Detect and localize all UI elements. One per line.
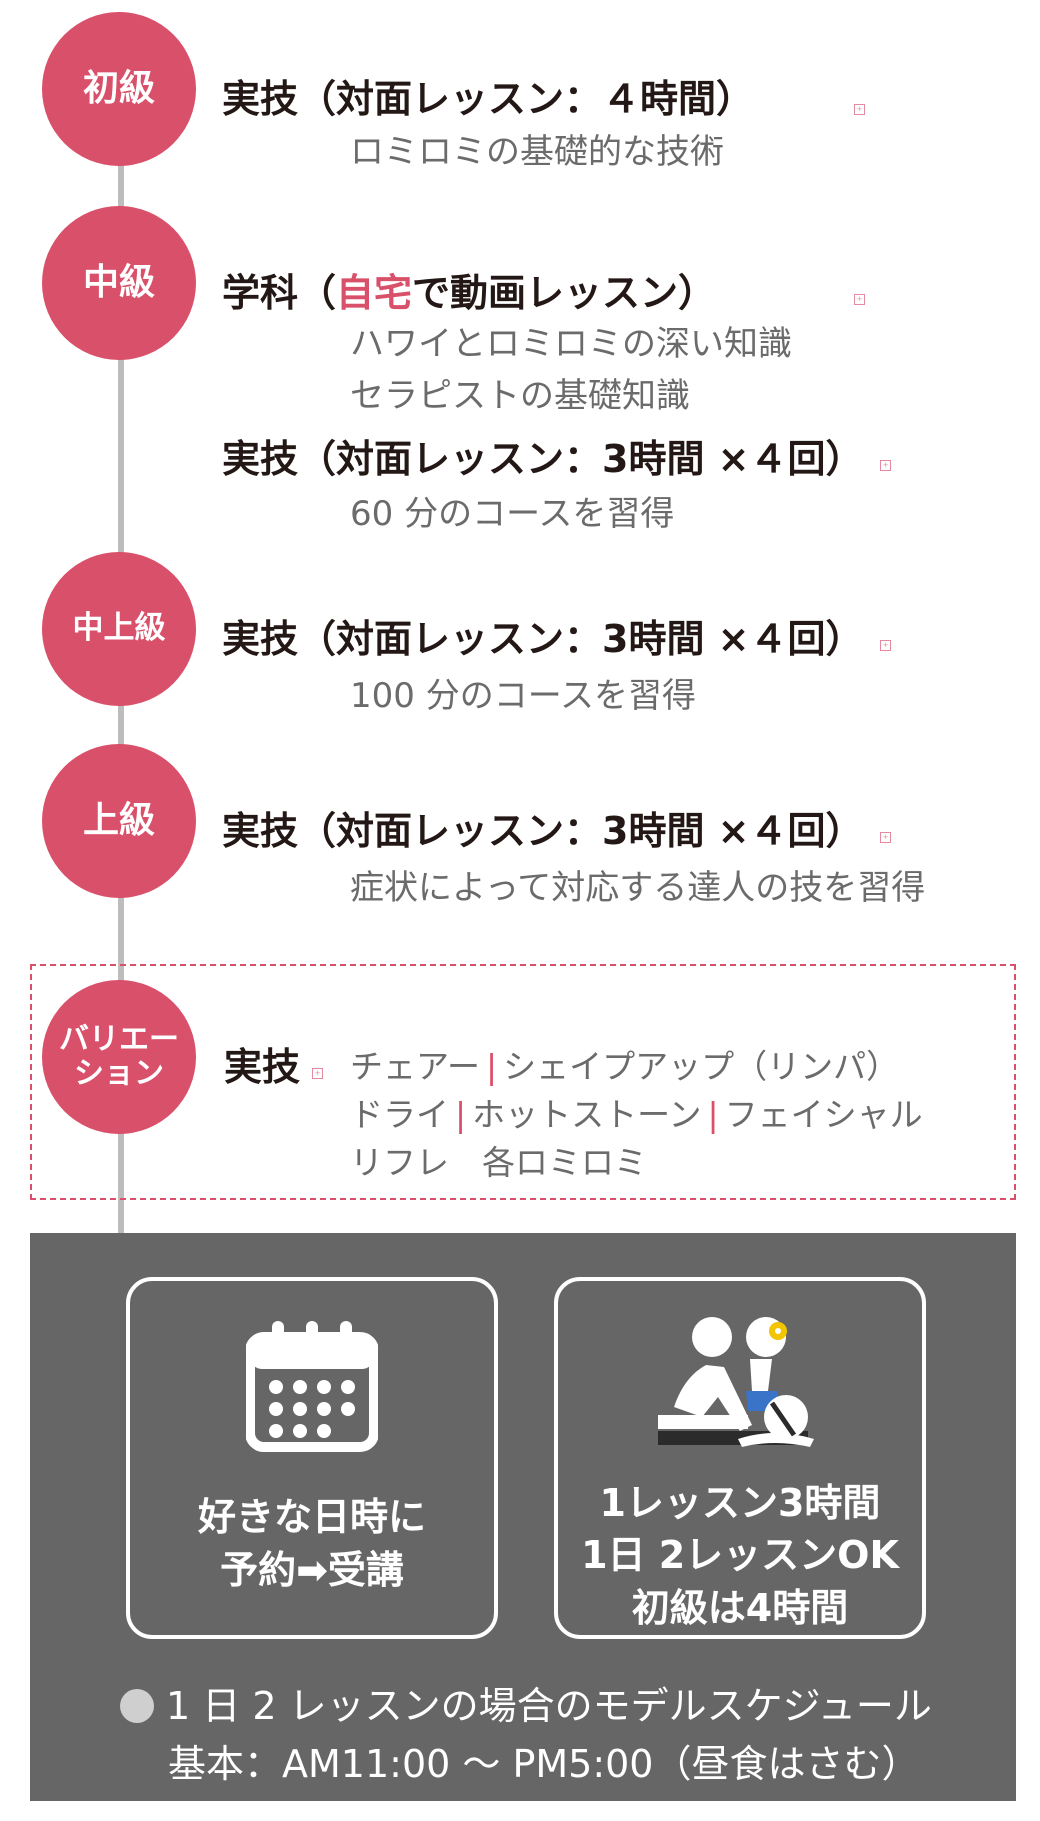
divider: | <box>486 1047 498 1086</box>
variation-heading: 実技 <box>224 1045 301 1089</box>
lesson-line: 1レッスン3時間 <box>599 1481 881 1525</box>
variation-item: ホットストーン <box>472 1095 702 1134</box>
badge-label: バリエー <box>59 1021 179 1057</box>
booking-card: 好きな日時に 予約➡受講 <box>126 1277 498 1639</box>
advanced-heading: 実技（対面レッスン：3時間 ×４回） <box>222 809 864 853</box>
variation-items-row: ドライ|ホットストーン|フェイシャル <box>350 1088 923 1136</box>
lesson-line: 1日 2レッスンOK <box>581 1533 899 1578</box>
schedule-hours: 基本：AM11:00 〜 PM5:00（昼食はさむ） <box>168 1742 920 1786</box>
upper-intermediate-description: 100 分のコースを習得 <box>350 676 697 716</box>
upper-intermediate-heading: 実技（対面レッスン：3時間 ×４回） <box>222 617 864 661</box>
intermediate-practice-heading: 実技（対面レッスン：3時間 ×４回） <box>222 437 864 481</box>
variation-item: シェイプアップ（リンパ） <box>503 1047 900 1086</box>
bullet-icon <box>120 1689 154 1723</box>
badge-label: 中級 <box>82 262 155 304</box>
massage-icon <box>658 1317 814 1447</box>
marker-icon: + <box>854 104 865 115</box>
variation-items-row: チェアー|シェイプアップ（リンパ） <box>350 1040 899 1088</box>
badge-label: ション <box>74 1056 164 1091</box>
advanced-description: 症状によって対応する達人の技を習得 <box>350 868 926 908</box>
marker-icon: + <box>880 460 891 471</box>
booking-line: 予約➡受講 <box>220 1548 404 1593</box>
marker-icon: + <box>880 640 891 651</box>
intermediate-description: セラピストの基礎知識 <box>350 376 690 416</box>
marker-icon: + <box>854 294 865 305</box>
badge-label: 初級 <box>82 68 155 110</box>
heading-suffix: で動画レッスン） <box>412 271 717 315</box>
divider: | <box>707 1095 719 1134</box>
variation-item: ドライ <box>350 1095 449 1134</box>
intermediate-heading: 学科（自宅で動画レッスン） <box>222 262 716 317</box>
variation-item: チェアー <box>350 1047 481 1086</box>
badge-label: 中上級 <box>72 610 166 647</box>
heading-prefix: 学科（ <box>222 271 337 315</box>
beginner-heading: 実技（対面レッスン：４時間） <box>222 77 755 121</box>
intermediate-description: ハワイとロミロミの深い知識 <box>350 324 792 364</box>
divider: | <box>455 1095 467 1134</box>
level-badge-beginner: 初級 <box>42 12 196 166</box>
schedule-title: 1 日 2 レッスンの場合のモデルスケジュール <box>120 1675 932 1730</box>
level-badge-upper-intermediate: 中上級 <box>42 552 196 706</box>
marker-icon: + <box>312 1068 323 1079</box>
badge-label: 上級 <box>82 800 155 842</box>
lesson-line: 初級は4時間 <box>631 1585 849 1630</box>
schedule-title-text: 1 日 2 レッスンの場合のモデルスケジュール <box>166 1684 932 1728</box>
heading-accent: 自宅 <box>336 271 413 315</box>
level-badge-intermediate: 中級 <box>42 206 196 360</box>
variation-items-row: リフレ 各ロミロミ <box>350 1143 647 1182</box>
variation-box <box>30 964 1016 1200</box>
variation-item: フェイシャル <box>724 1095 923 1134</box>
level-badge-advanced: 上級 <box>42 744 196 898</box>
marker-icon: + <box>880 832 891 843</box>
info-panel: 好きな日時に 予約➡受講 1レッスン3時間 1日 2レッスンOK 初級は4時間 … <box>30 1233 1016 1801</box>
lesson-card: 1レッスン3時間 1日 2レッスンOK 初級は4時間 <box>554 1277 926 1639</box>
level-badge-variation: バリエー ション <box>42 980 196 1134</box>
beginner-description: ロミロミの基礎的な技術 <box>350 132 724 172</box>
booking-line: 好きな日時に <box>197 1495 426 1539</box>
intermediate-practice-description: 60 分のコースを習得 <box>350 494 675 534</box>
calendar-icon <box>246 1321 378 1452</box>
